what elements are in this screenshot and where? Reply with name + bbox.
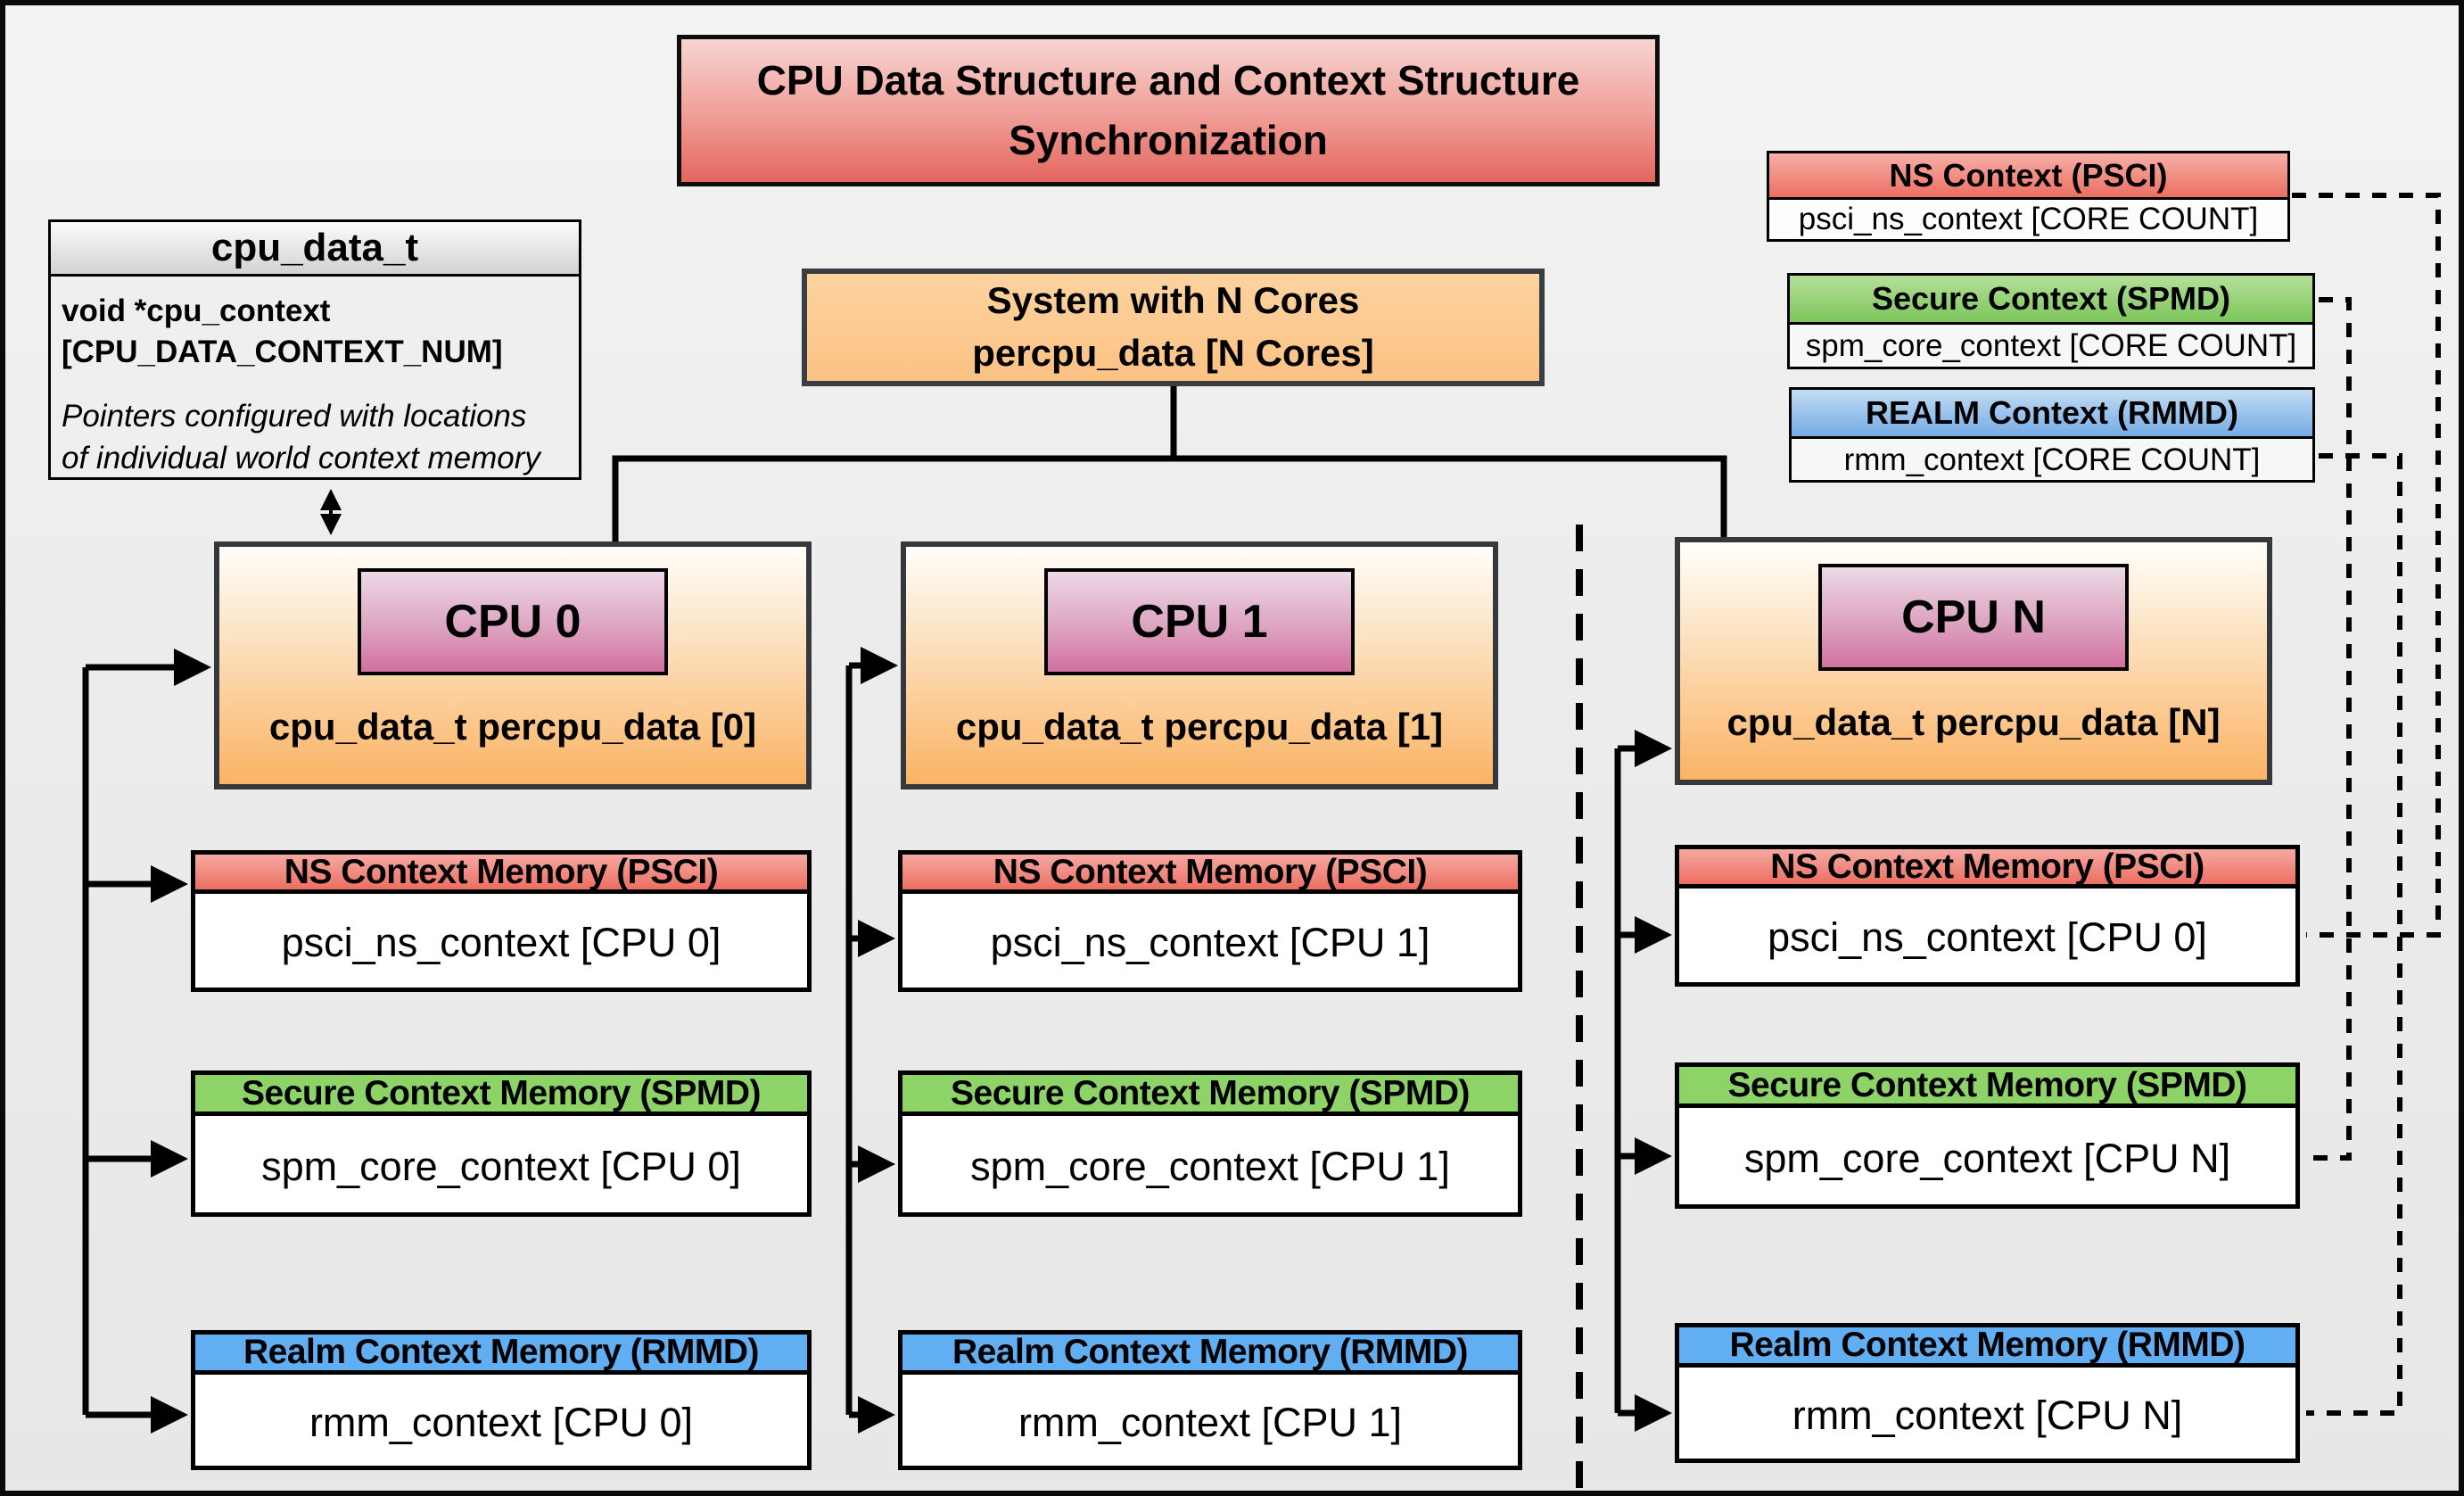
cpun-realm-memory-body: rmm_context [CPU N] — [1792, 1392, 2183, 1438]
cpu0-ns-memory-header: NS Context Memory (PSCI) — [195, 853, 807, 894]
cpun-secure-memory-box: Secure Context Memory (SPMD) spm_core_co… — [1675, 1062, 2300, 1209]
legend-secure-context: Secure Context (SPMD) spm_core_context [… — [1787, 273, 2315, 369]
legend-secure-body: spm_core_context [CORE COUNT] — [1805, 328, 2297, 363]
cpu-data-struct-header: cpu_data_t — [51, 222, 579, 277]
cpun-ns-memory-header: NS Context Memory (PSCI) — [1679, 847, 2295, 889]
cpu0-secure-memory-box: Secure Context Memory (SPMD) spm_core_co… — [191, 1070, 812, 1217]
system-box-line2: percpu_data [N Cores] — [972, 332, 1374, 374]
cpu0-box: CPU 0 cpu_data_t percpu_data [0] — [214, 541, 812, 789]
cpu1-ns-memory-box: NS Context Memory (PSCI) psci_ns_context… — [898, 850, 1522, 992]
diagram-title: CPU Data Structure and Context Structure… — [677, 35, 1660, 186]
cpu0-secure-memory-header: Secure Context Memory (SPMD) — [195, 1074, 807, 1116]
cpu1-data-label: cpu_data_t percpu_data [1] — [955, 706, 1444, 748]
cpun-secure-memory-header: Secure Context Memory (SPMD) — [1679, 1066, 2295, 1108]
cpun-secure-memory-body: spm_core_context [CPU N] — [1743, 1135, 2231, 1181]
cpu0-chip: CPU 0 — [358, 568, 668, 675]
cpu1-ns-memory-body: psci_ns_context [CPU 1] — [990, 920, 1430, 965]
bus-line — [612, 455, 1727, 544]
cpun-realm-memory-box: Realm Context Memory (RMMD) rmm_context … — [1675, 1323, 2300, 1463]
struct-field-line1: void *cpu_context — [62, 293, 331, 328]
legend-secure-header: Secure Context (SPMD) — [1790, 276, 2312, 325]
cpun-chip: CPU N — [1818, 564, 2129, 671]
cpu-data-struct-note: Pointers configured with locations of in… — [51, 372, 579, 480]
cpun-ns-memory-box: NS Context Memory (PSCI) psci_ns_context… — [1675, 845, 2300, 987]
cpu1-secure-memory-body: spm_core_context [CPU 1] — [970, 1143, 1450, 1189]
cpu1-chip: CPU 1 — [1044, 568, 1355, 675]
cpun-realm-memory-header: Realm Context Memory (RMMD) — [1679, 1326, 2295, 1368]
cpu1-realm-memory-box: Realm Context Memory (RMMD) rmm_context … — [898, 1330, 1522, 1470]
cpun-data-label: cpu_data_t percpu_data [N] — [1726, 701, 2221, 743]
cpun-box: CPU N cpu_data_t percpu_data [N] — [1675, 537, 2272, 785]
legend-ns-context: NS Context (PSCI) psci_ns_context [CORE … — [1767, 151, 2290, 242]
cpu0-realm-memory-box: Realm Context Memory (RMMD) rmm_context … — [191, 1330, 812, 1470]
cpun-ns-memory-body: psci_ns_context [CPU 0] — [1768, 914, 2207, 960]
legend-realm-header: REALM Context (RMMD) — [1792, 390, 2312, 439]
cpu1-ns-memory-header: NS Context Memory (PSCI) — [902, 853, 1518, 894]
legend-ns-header: NS Context (PSCI) — [1769, 153, 2287, 200]
cpu0-data-label: cpu_data_t percpu_data [0] — [268, 706, 757, 748]
cpu1-realm-memory-body: rmm_context [CPU 1] — [1018, 1399, 1403, 1445]
legend-realm-context: REALM Context (RMMD) rmm_context [CORE C… — [1789, 387, 2315, 483]
realm-legend-dashed-link — [2306, 453, 2402, 1416]
system-box-text: System with N Cores percpu_data [N Cores… — [972, 275, 1373, 380]
cpu0-ns-memory-body: psci_ns_context [CPU 0] — [281, 920, 721, 965]
system-box: System with N Cores percpu_data [N Cores… — [802, 269, 1545, 386]
cpu0-ns-memory-box: NS Context Memory (PSCI) psci_ns_context… — [191, 850, 812, 992]
diagram-title-text: CPU Data Structure and Context Structure… — [756, 57, 1580, 163]
struct-field-line2: [CPU_DATA_CONTEXT_NUM] — [62, 334, 503, 369]
legend-realm-body: rmm_context [CORE COUNT] — [1843, 442, 2261, 477]
struct-note-line2: of individual world context memory — [62, 441, 540, 476]
cpu0-realm-memory-header: Realm Context Memory (RMMD) — [195, 1333, 807, 1375]
cpu0-secure-memory-body: spm_core_context [CPU 0] — [261, 1143, 741, 1189]
cpu1-secure-memory-header: Secure Context Memory (SPMD) — [902, 1074, 1518, 1116]
cpu-data-struct-box: cpu_data_t void *cpu_context [CPU_DATA_C… — [48, 219, 581, 480]
legend-ns-body: psci_ns_context [CORE COUNT] — [1769, 200, 2287, 239]
cpu1-secure-memory-box: Secure Context Memory (SPMD) spm_core_co… — [898, 1070, 1522, 1217]
struct-note-line1: Pointers configured with locations — [62, 399, 527, 434]
cpu1-box: CPU 1 cpu_data_t percpu_data [1] — [901, 541, 1498, 789]
cpu1-realm-memory-header: Realm Context Memory (RMMD) — [902, 1333, 1518, 1375]
cpu-data-struct-field: void *cpu_context [CPU_DATA_CONTEXT_NUM] — [51, 277, 579, 372]
system-box-line1: System with N Cores — [986, 279, 1360, 322]
cpu0-realm-memory-body: rmm_context [CPU 0] — [309, 1399, 694, 1445]
